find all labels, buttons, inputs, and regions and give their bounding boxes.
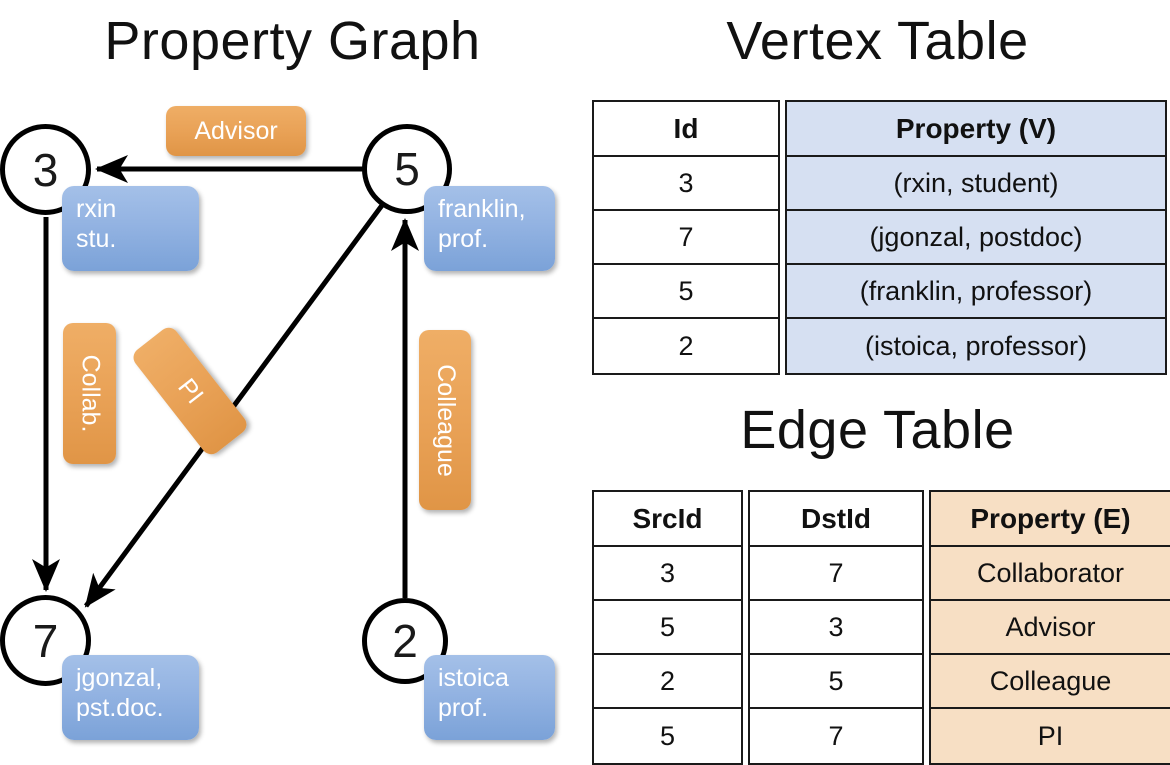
- vertex-table-cell-property: (rxin, student): [787, 157, 1165, 211]
- node-property-3-line2: stu.: [76, 224, 117, 253]
- page-title-vertex-table: Vertex Table: [726, 11, 1029, 71]
- node-property-2-line1: istoica: [438, 664, 509, 692]
- vertex-table-cell-id: 3: [594, 157, 778, 211]
- edge-table-column-srcid: SrcId 3 5 2 5: [592, 490, 743, 765]
- vertex-table-header-property: Property (V): [787, 102, 1165, 157]
- edge-label-pi-text: PI: [172, 372, 209, 409]
- node-property-5-line1: franklin,: [438, 195, 526, 223]
- vertex-table-cell-property: (franklin, professor): [787, 265, 1165, 319]
- vertex-table-column-property: Property (V) (rxin, student) (jgonzal, p…: [785, 100, 1167, 375]
- node-property-7-line2: pst.doc.: [76, 693, 164, 722]
- node-property-box-7: jgonzal, pst.doc.: [62, 655, 199, 740]
- edge-label-colleague: Colleague: [419, 330, 471, 510]
- graph-node-5-label: 5: [394, 143, 420, 195]
- page-title-property-graph: Property Graph: [104, 11, 481, 71]
- node-property-5-line2: prof.: [438, 224, 489, 253]
- node-property-box-2: istoica prof.: [424, 655, 555, 740]
- vertex-table: Id 3 7 5 2 Property (V) (rxin, student) …: [592, 100, 1167, 375]
- edge-table-cell-dstid: 5: [750, 655, 922, 709]
- edge-table-cell-property: Advisor: [931, 601, 1170, 655]
- edge-table-cell-property: Collaborator: [931, 547, 1170, 601]
- edge-table-cell-dstid: 7: [750, 709, 922, 763]
- edge-table-cell-property: Colleague: [931, 655, 1170, 709]
- graph-node-2[interactable]: 2: [362, 598, 448, 684]
- edge-table-cell-property: PI: [931, 709, 1170, 763]
- edge-label-collab-text: Collab.: [76, 354, 105, 433]
- node-property-7-line1: jgonzal,: [76, 664, 163, 692]
- vertex-table-cell-id: 2: [594, 319, 778, 373]
- edge-table-header-srcid: SrcId: [594, 492, 741, 547]
- vertex-table-column-id: Id 3 7 5 2: [592, 100, 780, 375]
- edge-label-advisor-text: Advisor: [194, 116, 278, 145]
- edge-label-colleague-text: Colleague: [431, 363, 460, 477]
- edge-table-cell-srcid: 3: [594, 547, 741, 601]
- node-property-box-5: franklin, prof.: [424, 186, 555, 271]
- edge-table-cell-dstid: 3: [750, 601, 922, 655]
- edge-table-cell-srcid: 2: [594, 655, 741, 709]
- edge-table-cell-srcid: 5: [594, 601, 741, 655]
- node-property-2-line2: prof.: [438, 693, 489, 722]
- vertex-table-cell-property: (jgonzal, postdoc): [787, 211, 1165, 265]
- edge-table-header-property: Property (E): [931, 492, 1170, 547]
- edge-table: SrcId 3 5 2 5 DstId 7 3 5 7 Property (E)…: [592, 490, 1170, 765]
- vertex-table-header-id: Id: [594, 102, 778, 157]
- edge-table-header-dstid: DstId: [750, 492, 922, 547]
- graph-node-7-label: 7: [32, 614, 59, 667]
- property-graph-diagram: 3 5 7 2 rxin stu. franklin, prof. jgonza…: [0, 0, 585, 760]
- edge-table-column-property: Property (E) Collaborator Advisor Collea…: [929, 490, 1170, 765]
- edge-label-collab: Collab.: [63, 323, 116, 464]
- graph-node-2-label: 2: [392, 615, 418, 667]
- edge-table-column-dstid: DstId 7 3 5 7: [748, 490, 924, 765]
- vertex-table-cell-property: (istoica, professor): [787, 319, 1165, 373]
- node-property-3-line1: rxin: [76, 195, 117, 223]
- vertex-table-cell-id: 7: [594, 211, 778, 265]
- node-property-box-3: rxin stu.: [62, 186, 199, 271]
- edge-table-cell-srcid: 5: [594, 709, 741, 763]
- edge-table-cell-dstid: 7: [750, 547, 922, 601]
- edge-label-advisor: Advisor: [166, 106, 306, 156]
- graph-node-3-label: 3: [32, 143, 59, 196]
- page-title-edge-table: Edge Table: [740, 400, 1015, 460]
- graph-node-5[interactable]: 5: [362, 124, 452, 214]
- vertex-table-cell-id: 5: [594, 265, 778, 319]
